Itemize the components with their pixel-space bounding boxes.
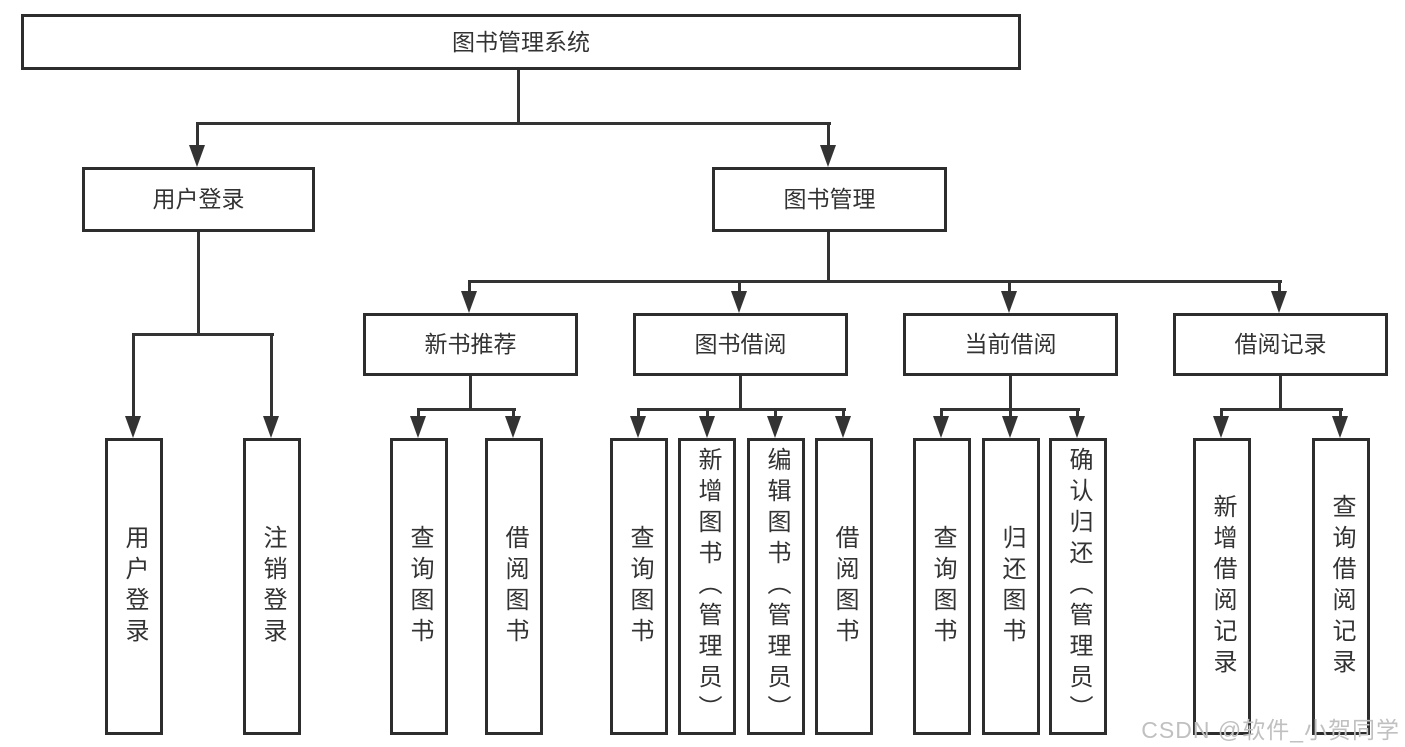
leaf-label: 借阅图书	[831, 524, 858, 649]
arrow-down-icon	[505, 408, 522, 438]
leaf-label: 借阅图书	[501, 524, 528, 649]
connector-line	[517, 70, 520, 123]
connector-line	[469, 280, 1282, 283]
node-label: 借阅记录	[1234, 331, 1327, 357]
node-label: 图书管理	[783, 186, 876, 212]
leaf-current-return-books: 归还图书	[982, 438, 1040, 735]
connector-line	[1220, 408, 1343, 411]
leaf-label: 新增借阅记录	[1209, 493, 1236, 680]
leaf-records-add-record: 新增借阅记录	[1193, 438, 1251, 735]
arrow-down-icon	[835, 408, 852, 438]
leaf-label: 归还图书	[998, 524, 1025, 649]
arrow-down-icon	[1069, 408, 1086, 438]
leaf-label: 确认归还（管理员）	[1065, 447, 1092, 726]
arrow-down-icon	[1002, 408, 1019, 438]
leaf-label: 用户登录	[121, 524, 148, 649]
connector-line	[197, 122, 831, 125]
csdn-watermark: CSDN @软件_小贺同学	[1141, 717, 1400, 743]
leaf-current-confirm-return-admin: 确认归还（管理员）	[1049, 438, 1107, 735]
node-library-management-system: 图书管理系统	[21, 14, 1021, 70]
leaf-recommend-borrow-books: 借阅图书	[485, 438, 543, 735]
leaf-label: 查询图书	[406, 524, 433, 649]
node-book-borrowing: 图书借阅	[633, 313, 848, 376]
leaf-recommend-query-books: 查询图书	[390, 438, 448, 735]
connector-line	[827, 232, 830, 282]
arrow-down-icon	[410, 408, 427, 438]
arrow-down-icon	[125, 333, 142, 438]
leaf-label: 查询借阅记录	[1328, 493, 1355, 680]
leaf-label: 查询图书	[626, 524, 653, 649]
arrow-down-icon	[767, 408, 784, 438]
arrow-down-icon	[820, 122, 837, 167]
leaf-current-query-books: 查询图书	[913, 438, 971, 735]
leaf-label: 查询图书	[929, 524, 956, 649]
arrow-down-icon	[630, 408, 647, 438]
connector-line	[637, 408, 846, 411]
arrow-down-icon	[263, 333, 280, 438]
leaf-user-login: 用户登录	[105, 438, 163, 735]
connector-line	[133, 333, 274, 336]
node-new-book-recommendation: 新书推荐	[363, 313, 578, 376]
connector-line	[739, 376, 742, 409]
node-book-management: 图书管理	[712, 167, 947, 232]
leaf-label: 新增图书（管理员）	[694, 447, 721, 726]
node-borrowing-records: 借阅记录	[1173, 313, 1388, 376]
arrow-down-icon	[731, 280, 748, 313]
arrow-down-icon	[933, 408, 950, 438]
arrow-down-icon	[1332, 408, 1349, 438]
arrow-down-icon	[1001, 280, 1018, 313]
connector-line	[469, 376, 472, 409]
leaf-borrow-edit-books-admin: 编辑图书（管理员）	[747, 438, 805, 735]
node-label: 用户登录	[152, 186, 245, 212]
arrow-down-icon	[1213, 408, 1230, 438]
node-user-login: 用户登录	[82, 167, 315, 232]
leaf-borrow-borrow-books: 借阅图书	[815, 438, 873, 735]
arrow-down-icon	[189, 122, 206, 167]
connector-line	[1009, 376, 1012, 409]
leaf-label: 编辑图书（管理员）	[763, 447, 790, 726]
connector-line	[197, 232, 200, 335]
leaf-logout: 注销登录	[243, 438, 301, 735]
leaf-records-query-record: 查询借阅记录	[1312, 438, 1370, 735]
leaf-label: 注销登录	[259, 524, 286, 649]
leaf-borrow-add-books-admin: 新增图书（管理员）	[678, 438, 736, 735]
node-label: 图书管理系统	[452, 28, 590, 55]
node-label: 当前借阅	[964, 331, 1057, 357]
leaf-borrow-query-books: 查询图书	[610, 438, 668, 735]
connector-line	[417, 408, 516, 411]
arrow-down-icon	[461, 280, 478, 313]
arrow-down-icon	[699, 408, 716, 438]
node-label: 新书推荐	[424, 331, 517, 357]
arrow-down-icon	[1271, 280, 1288, 313]
node-label: 图书借阅	[694, 331, 787, 357]
node-current-borrowing: 当前借阅	[903, 313, 1118, 376]
connector-line	[1279, 376, 1282, 409]
